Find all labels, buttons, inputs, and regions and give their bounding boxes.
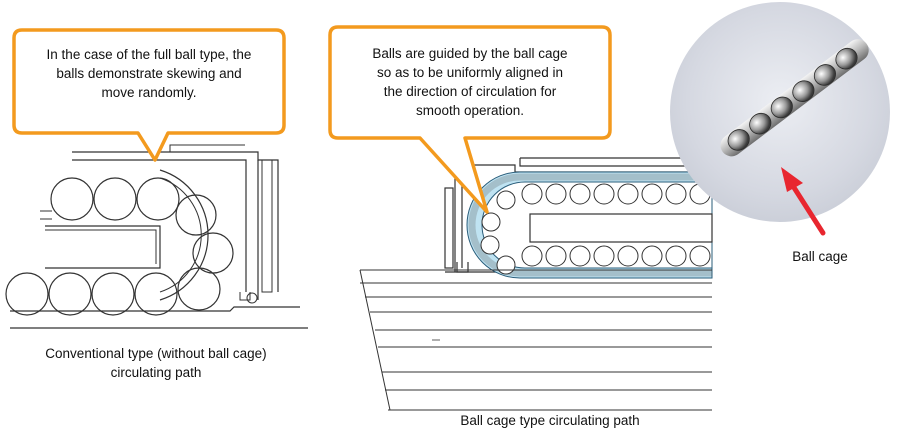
callout-middle <box>328 25 612 214</box>
caption-conventional-line-2: circulating path <box>110 365 202 380</box>
caption-conventional: Conventional type (without ball cage) ci… <box>0 344 312 382</box>
callout-middle-line-1: Balls are guided by the ball cage <box>372 46 568 61</box>
ball-cage-diagram <box>359 157 713 411</box>
callout-left <box>12 28 286 162</box>
callout-middle-line-4: smooth operation. <box>415 103 525 118</box>
callout-left-line-2: balls demonstrate skewing and <box>56 66 242 81</box>
callout-left-line-3: move randomly. <box>101 85 197 100</box>
caption-conventional-line-1: Conventional type (without ball cage) <box>45 346 267 361</box>
caption-ball-cage-type: Ball cage type circulating path <box>460 413 640 428</box>
callout-left-line-1: In the case of the full ball type, the <box>46 47 252 62</box>
callout-left-text: In the case of the full ball type, the b… <box>16 45 282 102</box>
pointer-arrow <box>781 167 826 236</box>
photo-label: Ball cage <box>792 249 848 264</box>
callout-middle-text: Balls are guided by the ball cage so as … <box>332 44 608 120</box>
ball-cage-photo <box>670 2 890 222</box>
callout-middle-line-2: so as to be uniformly aligned in <box>376 65 564 80</box>
callout-middle-line-3: the direction of circulation for <box>383 84 557 99</box>
conventional-diagram <box>5 144 308 329</box>
